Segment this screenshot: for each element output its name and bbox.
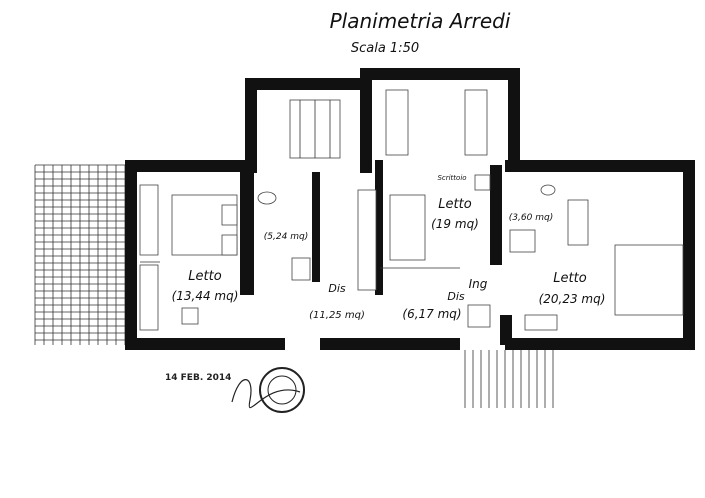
furniture [139,89,684,408]
room-area: (20,23 mq) [539,292,606,306]
room-area: (13,44 mq) [172,289,239,303]
room-name: Letto [553,271,586,286]
room-name: Dis [328,282,346,295]
terrace-tiles [34,164,126,345]
room-name: Letto [188,269,221,284]
room-area: (19 mq) [431,217,479,231]
ingresso-label: Ing [469,277,488,291]
date-stamp: 14 FEB. 2014 [165,373,231,383]
official-stamp [231,367,305,413]
plan-title: Planimetria Arredi [330,9,511,33]
walls [125,68,695,350]
room-area: (11,25 mq) [309,310,365,321]
room-name: Dis [447,290,465,303]
room-name: Letto [438,197,471,212]
plan-scale: Scala 1:50 [351,41,419,56]
room-area: (5,24 mq) [264,232,308,242]
room-area: (6,17 mq) [402,307,461,321]
scrittoio-label: Scrittoio [437,174,466,182]
room-area: (3,60 mq) [509,213,553,223]
